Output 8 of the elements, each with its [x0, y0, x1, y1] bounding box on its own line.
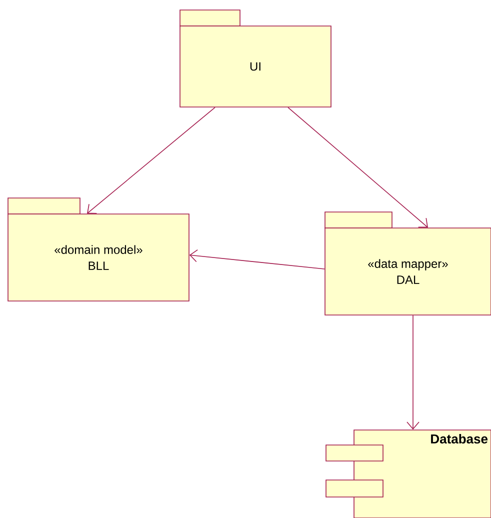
arrow — [406, 315, 420, 430]
package-box: UI — [180, 10, 332, 108]
component-box: Database — [326, 430, 491, 518]
package-box: «data mapper» DAL — [324, 212, 491, 316]
arrow — [189, 249, 325, 270]
arrow — [87, 107, 216, 214]
arrow — [288, 107, 428, 228]
package-box: «domain model» BLL — [8, 198, 190, 302]
